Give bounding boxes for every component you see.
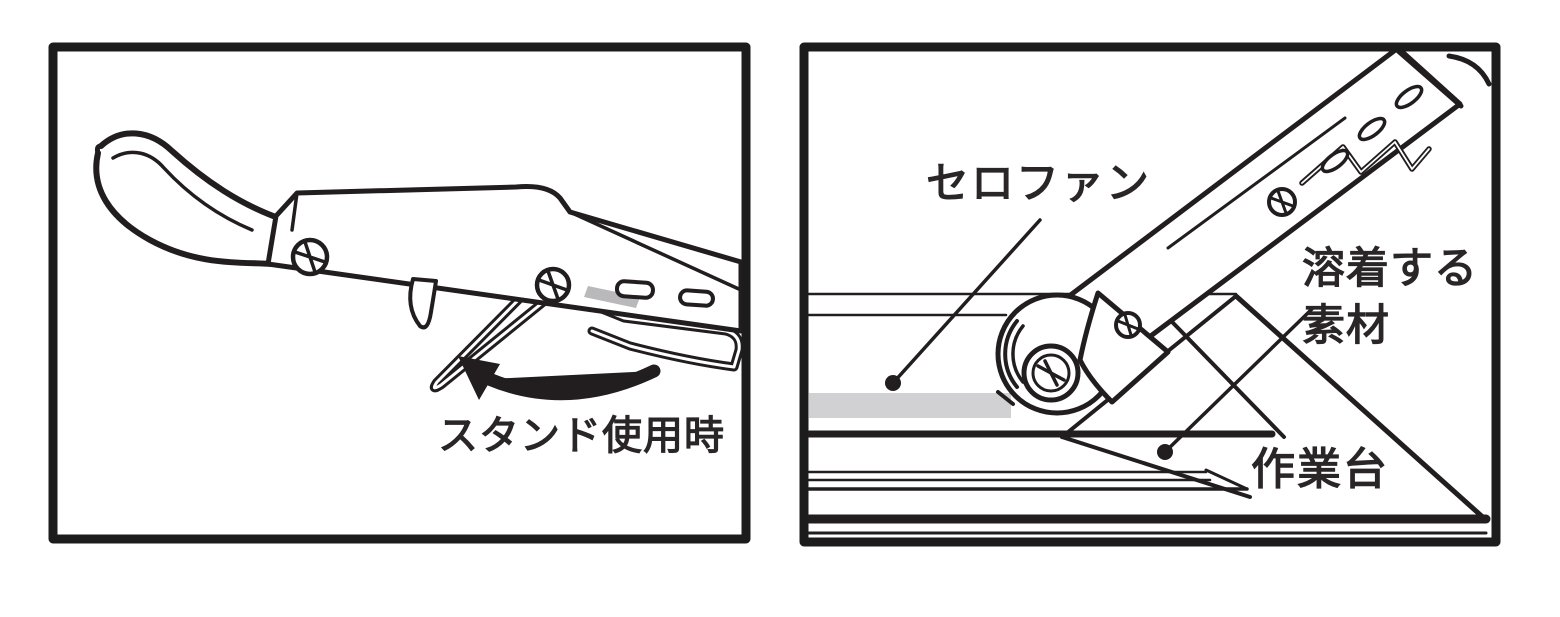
cellophane-strip: [809, 393, 1011, 418]
stand-usage-caption: スタンド使用時: [438, 413, 725, 459]
left-panel-art: [93, 130, 744, 401]
left-panel-frame: [48, 42, 751, 544]
cellophane-label: セロファン: [926, 159, 1151, 209]
rotation-arrow-icon: [458, 356, 661, 401]
weld-material-label-line1: 溶着する: [1302, 244, 1478, 294]
handle-end-cap: [1393, 46, 1464, 109]
shaft-screw-icon: [1267, 187, 1297, 217]
body-shadow-patch: [584, 286, 640, 308]
right-panel-art: [804, 45, 1492, 535]
weld-material-label-line2: 素材: [1302, 301, 1390, 351]
right-panel-frame: [799, 42, 1501, 547]
roller-notch: [996, 390, 1015, 406]
stand-pivot-screw-icon: [534, 266, 572, 304]
vent-slots: [614, 279, 715, 308]
work-table-label: 作業台: [1251, 444, 1389, 495]
work-table-lines: [804, 430, 1491, 535]
fork-screw-icon: [1114, 311, 1142, 339]
weld-material-leader-dot: [1157, 444, 1173, 460]
weld-material-leader-line: [1157, 307, 1314, 460]
power-cord: [1446, 53, 1492, 87]
stand-latch-tab: [408, 277, 438, 330]
roller-hub-screw-icon: [1021, 343, 1081, 403]
stand-wire: [429, 263, 744, 393]
roller-head: [995, 290, 1171, 416]
body-crease-line: [568, 210, 743, 292]
roller-fork-plate: [1077, 290, 1171, 405]
cellophane-leader-dot: [885, 375, 901, 391]
cellophane-leader-line: [885, 218, 1042, 391]
sealer-nose-hook: [93, 130, 287, 267]
shaft-highlight-line: [1166, 116, 1347, 250]
body-screw-icon: [290, 237, 330, 277]
body-seam-line: [290, 191, 299, 232]
shaft-vent-slots: [1320, 84, 1424, 174]
